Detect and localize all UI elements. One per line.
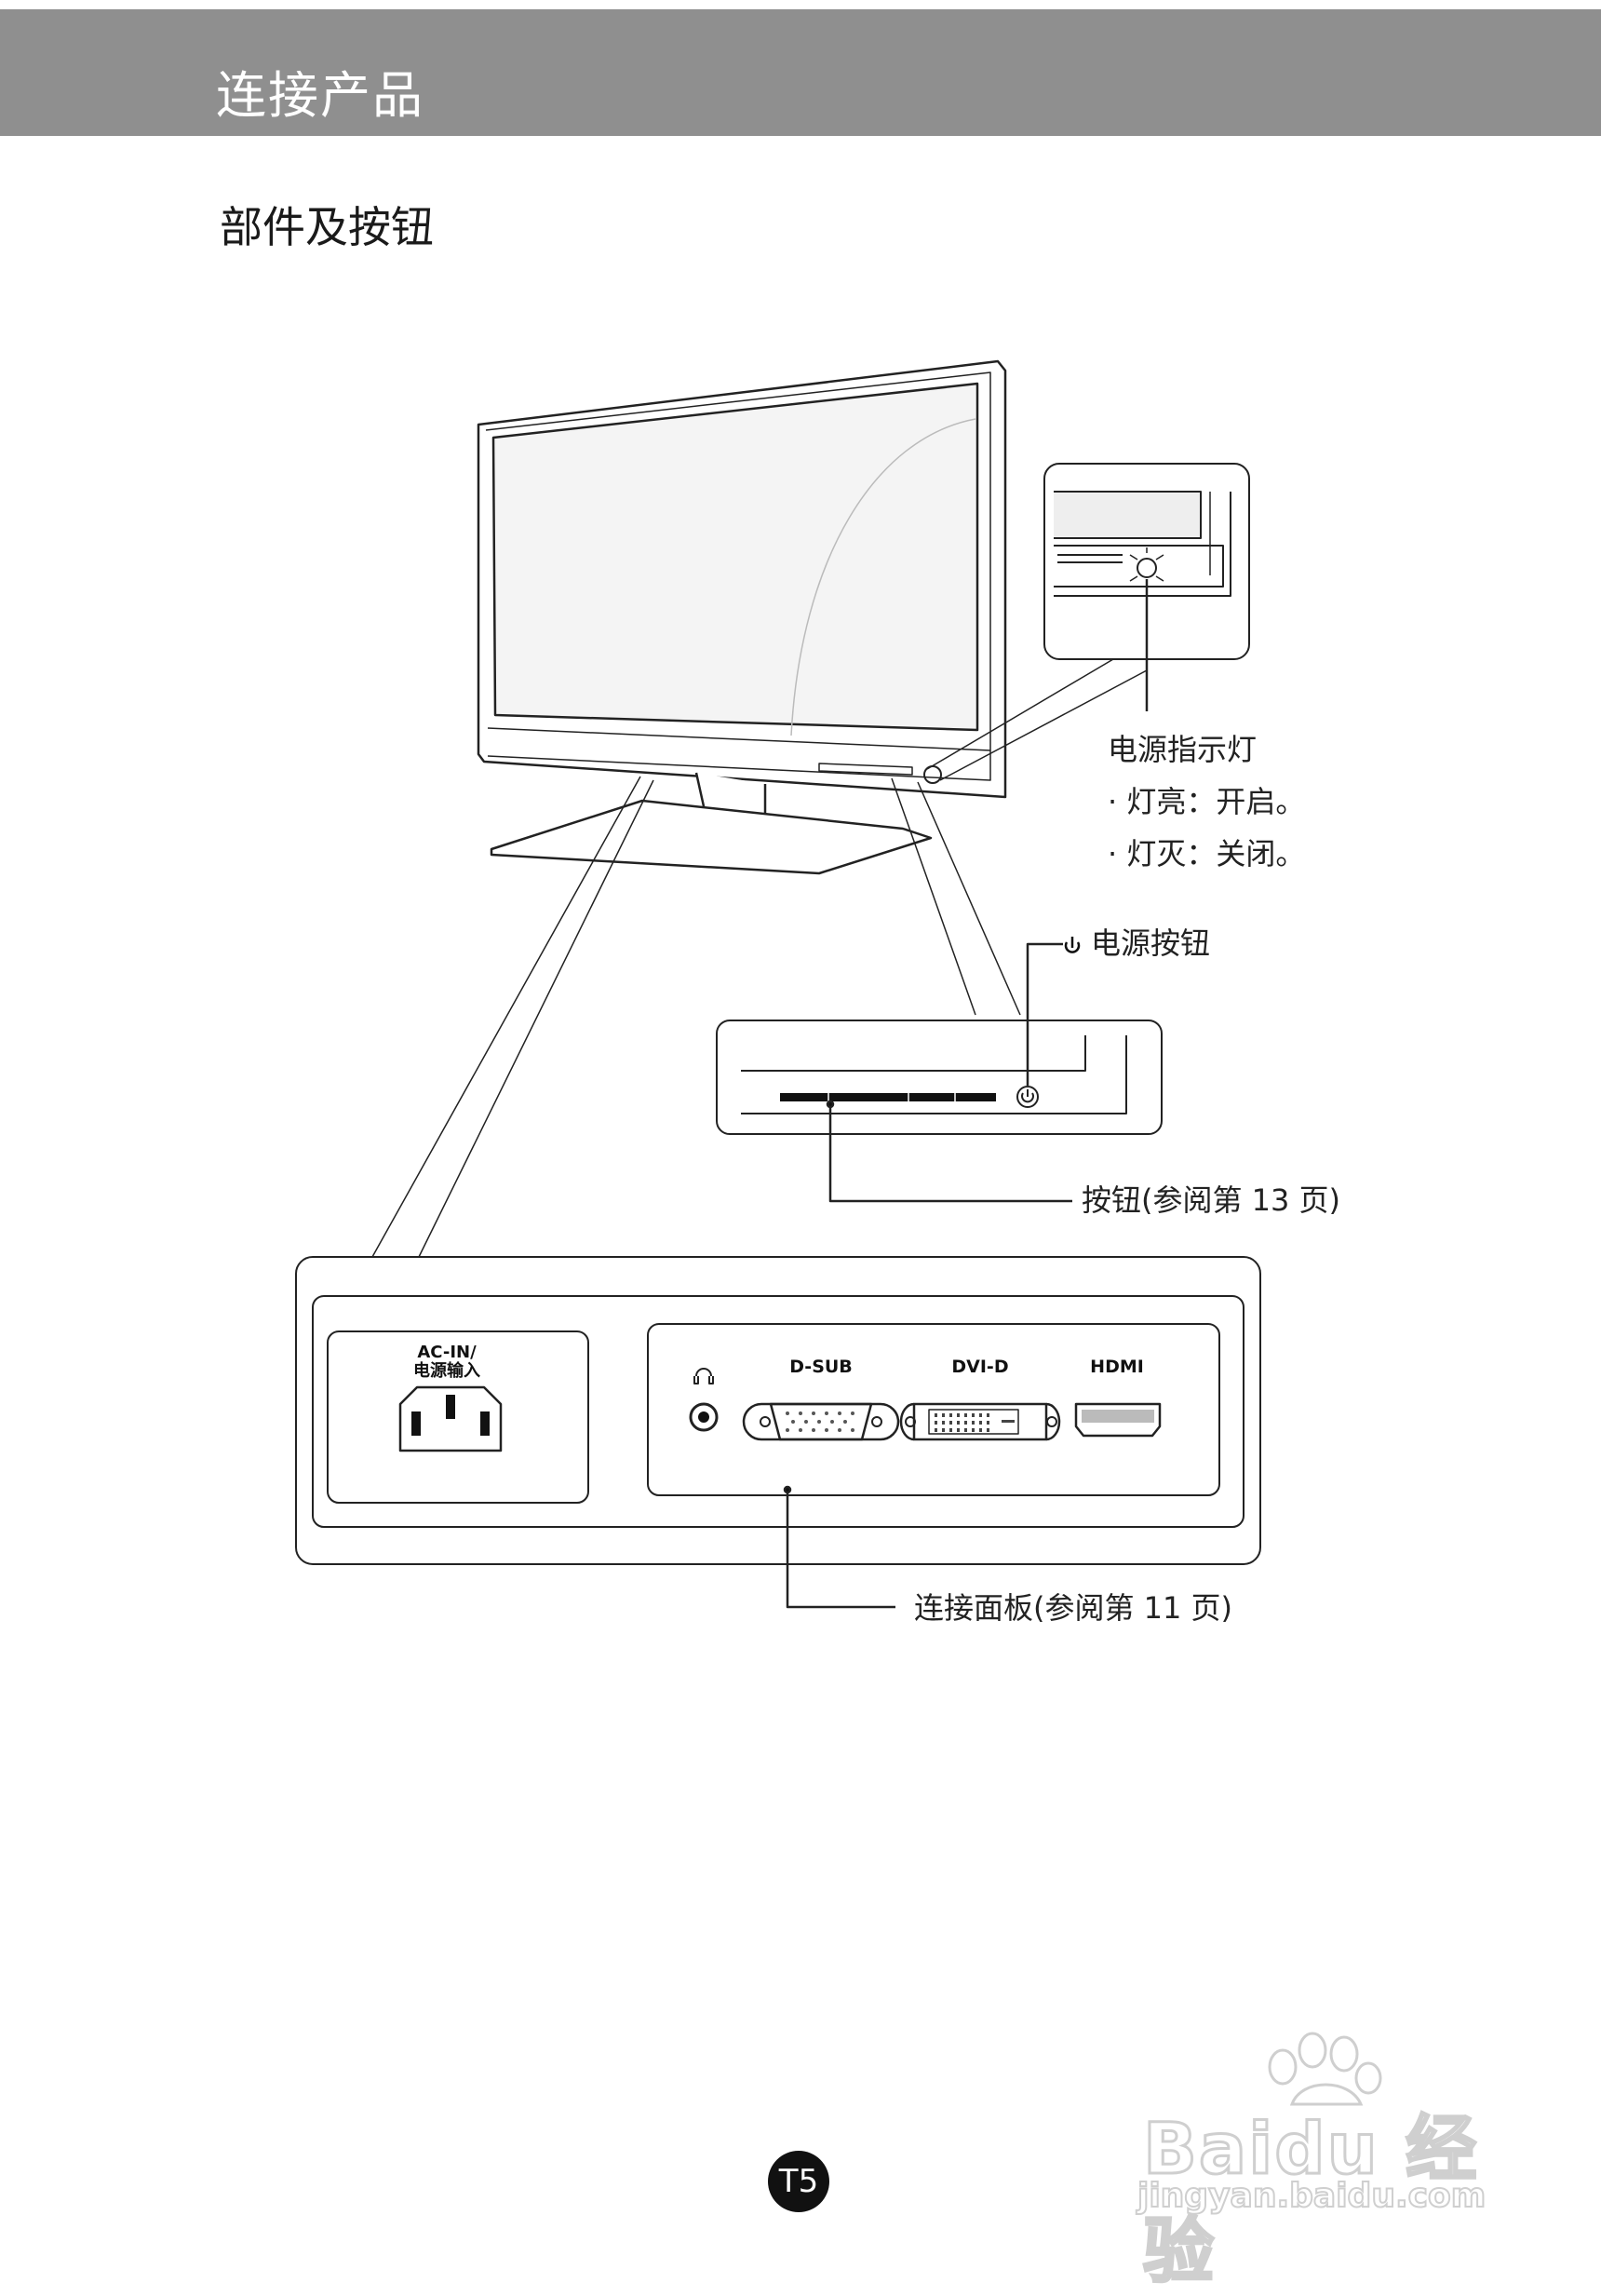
dvid-label: DVI-D: [951, 1357, 1008, 1377]
watermark-brand: Baidu 经验: [1142, 2106, 1479, 2294]
indicator-off-label: · 灯灭：关闭。: [1108, 836, 1305, 871]
connection-panel-box: [295, 1256, 1261, 1565]
monitor-base: [490, 799, 933, 875]
power-icon: [1064, 937, 1081, 953]
indicator-on-label: · 灯亮：开启。: [1108, 784, 1305, 819]
monitor-screen: [491, 382, 979, 732]
power-indicator-label: 电源指示灯: [1108, 732, 1257, 767]
hdmi-port-icon: [1074, 1402, 1162, 1438]
paw-logo-icon: [1268, 2032, 1382, 2106]
ac-socket-icon: [398, 1385, 503, 1452]
ac-in-label: AC-IN/: [417, 1343, 477, 1362]
header-bar: [0, 9, 1601, 136]
hdmi-label: HDMI: [1090, 1357, 1144, 1377]
baidu-watermark: Baidu 经验 jingyan.baidu.com: [1134, 2030, 1525, 2294]
header-title: 连接产品: [216, 66, 424, 125]
page-number: T5: [768, 2151, 829, 2212]
button-panel-box: [716, 1020, 1163, 1135]
ac-in-panel: [327, 1330, 589, 1504]
headphone-jack: [689, 1402, 719, 1432]
signal-ports-panel: [647, 1323, 1220, 1496]
power-button-label: 电源按钮: [1091, 925, 1210, 961]
watermark-url: jingyan.baidu.com: [1137, 2176, 1487, 2216]
section-title: 部件及按钮: [220, 202, 434, 252]
connection-panel-ref-label: 连接面板(参阅第 11 页): [914, 1590, 1232, 1626]
buttons-ref-label: 按钮(参阅第 13 页): [1082, 1182, 1340, 1218]
ac-in-label-cn: 电源输入: [413, 1360, 480, 1381]
headphone-icon: [693, 1368, 714, 1384]
dsub-label: D-SUB: [789, 1357, 853, 1377]
